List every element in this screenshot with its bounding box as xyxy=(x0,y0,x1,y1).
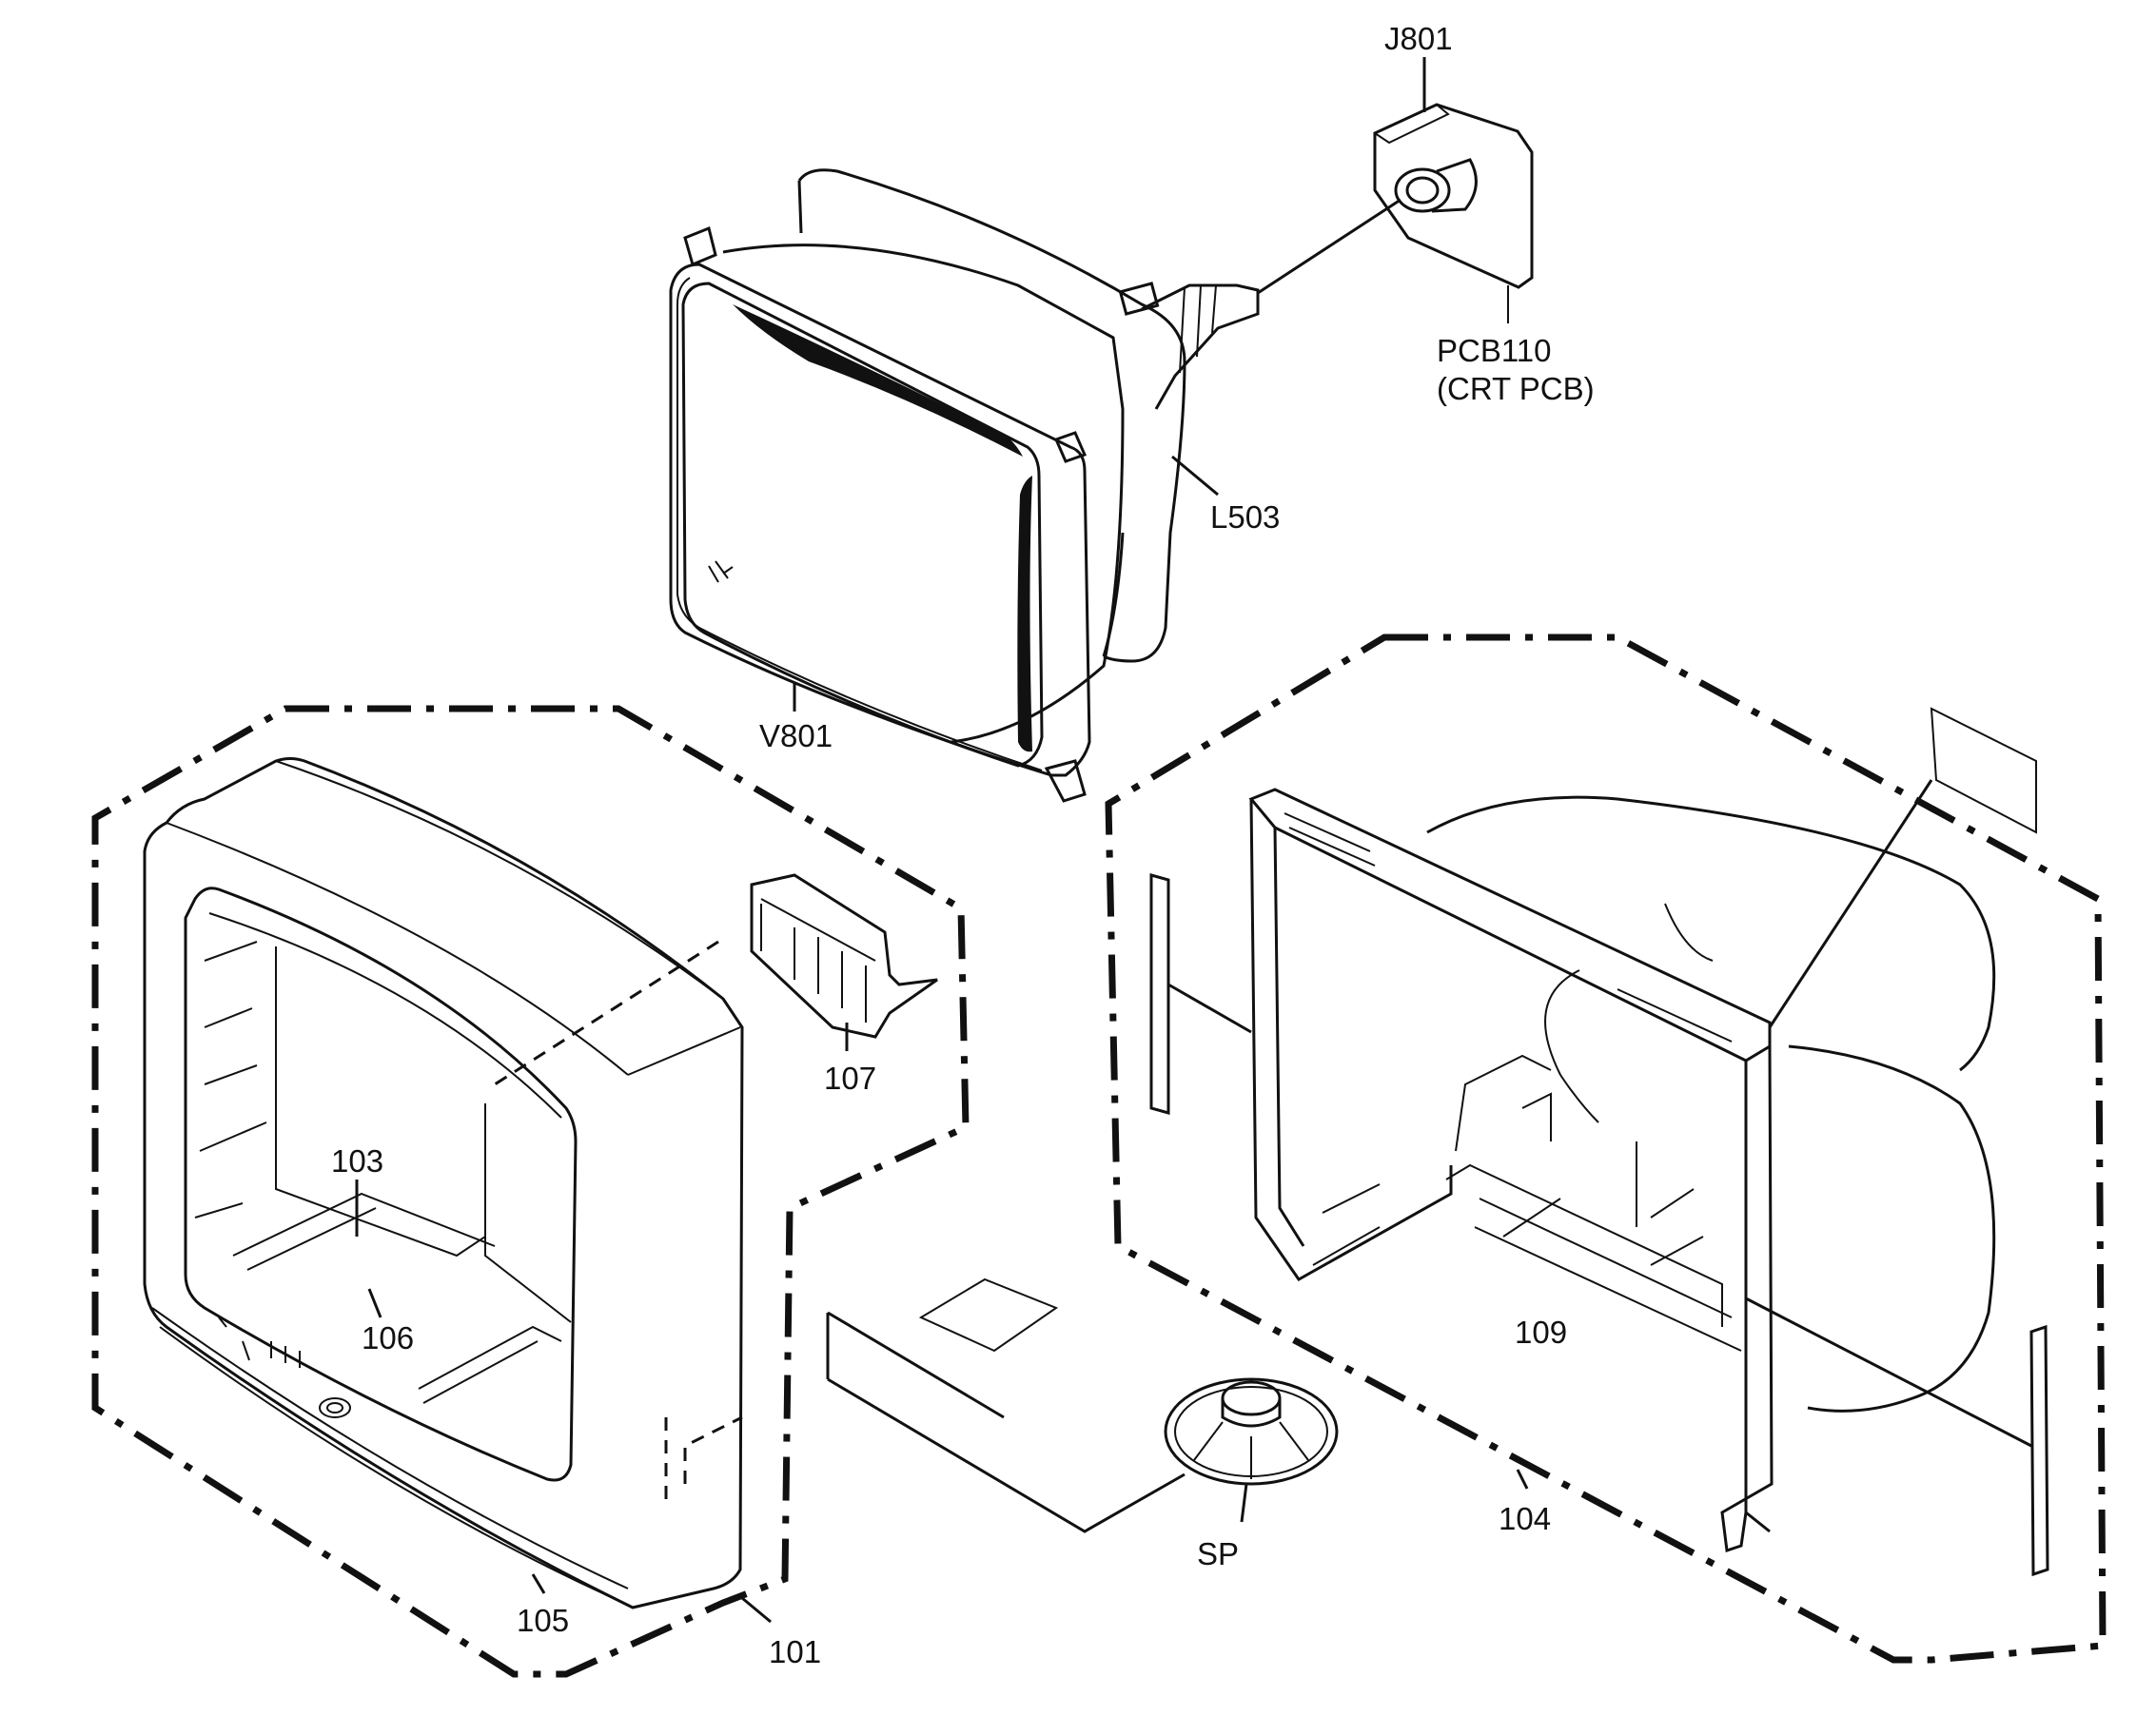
crt-to-pcb-line xyxy=(1257,198,1401,295)
label-j801: J801 xyxy=(1384,21,1453,56)
leader-106 xyxy=(367,1288,382,1318)
leader-104 xyxy=(1516,1469,1529,1490)
label-sp: SP xyxy=(1197,1536,1239,1571)
label-crt-pcb: (CRT PCB) xyxy=(1437,371,1595,406)
leader-l503 xyxy=(1171,455,1219,497)
leader-105 xyxy=(531,1573,546,1594)
side-strips xyxy=(1149,707,2049,1577)
speaker-wire xyxy=(827,1311,1186,1533)
back-cover-109 xyxy=(1248,788,1996,1553)
deflection-yoke-l503 xyxy=(797,168,1186,663)
label-pcb110: PCB110 xyxy=(1437,333,1551,368)
speaker-sp xyxy=(1164,1377,1339,1486)
leader-101 xyxy=(741,1596,772,1624)
crt-tube xyxy=(669,225,1260,803)
strip-line-left xyxy=(1167,983,1252,1034)
strip-line-right xyxy=(1745,1297,2032,1448)
label-105: 105 xyxy=(517,1603,569,1638)
back-label-sticker xyxy=(1930,707,2037,834)
crt-pcb-board xyxy=(1372,103,1534,289)
button-holder-107 xyxy=(750,873,938,1039)
rating-label-plate xyxy=(918,1277,1059,1353)
label-101: 101 xyxy=(769,1634,821,1669)
label-v801: V801 xyxy=(759,718,833,753)
label-l503: L503 xyxy=(1210,499,1280,535)
label-104: 104 xyxy=(1499,1501,1551,1536)
label-109: 109 xyxy=(1515,1315,1567,1350)
label-107: 107 xyxy=(824,1061,876,1096)
label-106: 106 xyxy=(362,1320,414,1355)
j801-socket xyxy=(1394,158,1478,213)
front-assembly-boundary xyxy=(91,705,970,1678)
label-103: 103 xyxy=(331,1143,383,1179)
front-cabinet-105 xyxy=(143,757,744,1609)
leader-sp xyxy=(1240,1483,1248,1523)
sticker-line xyxy=(1768,779,1933,1028)
holder-dotted-line xyxy=(494,940,719,1086)
back-assembly-boundary xyxy=(1105,634,2107,1664)
